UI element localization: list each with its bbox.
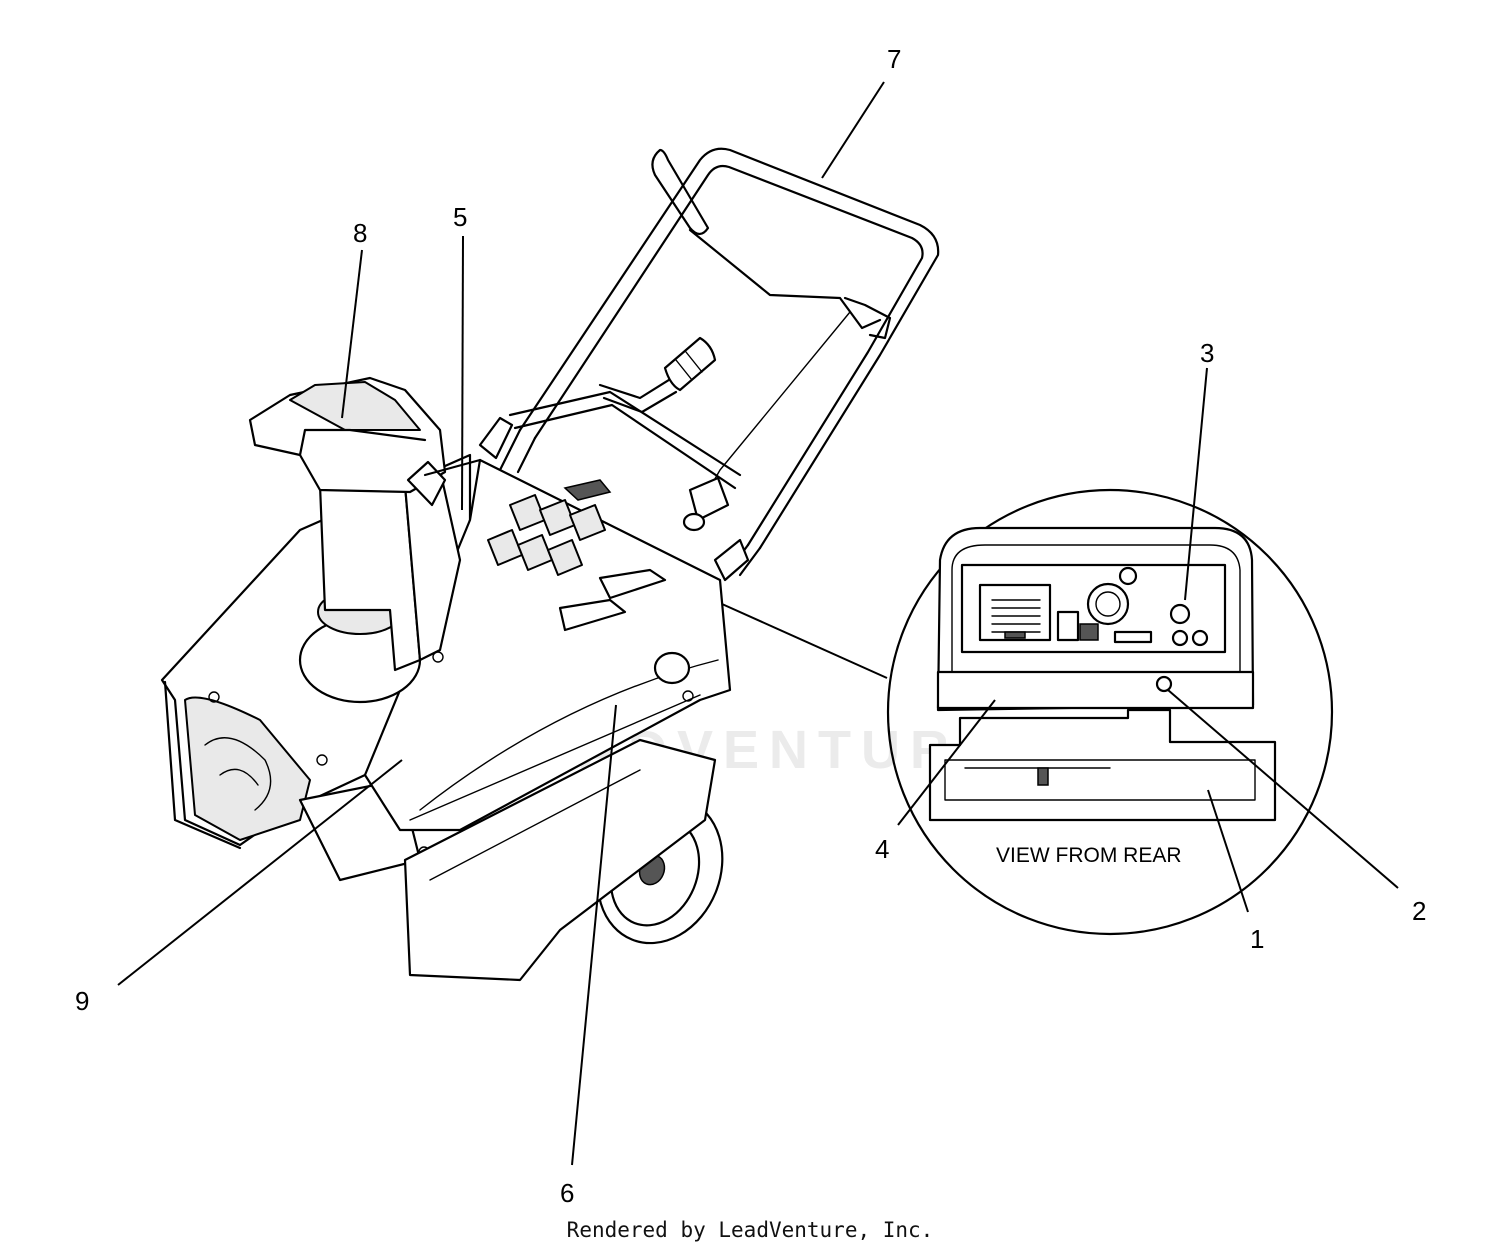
discharge-chute bbox=[248, 376, 482, 704]
callout-1: 1 bbox=[1250, 924, 1264, 954]
rear-view-inset: VIEW FROM REAR bbox=[721, 488, 1334, 936]
callout-6: 6 bbox=[560, 1178, 574, 1208]
callout-numbers: 7 8 5 3 4 2 1 9 6 bbox=[75, 44, 1426, 1208]
callout-2: 2 bbox=[1412, 896, 1426, 926]
engine-vents bbox=[487, 494, 667, 632]
handle-assembly bbox=[478, 147, 940, 582]
footer-credit: Rendered by LeadVenture, Inc. bbox=[566, 1218, 934, 1242]
callout-9: 9 bbox=[75, 986, 89, 1016]
callout-8: 8 bbox=[353, 218, 367, 248]
callout-7: 7 bbox=[887, 44, 901, 74]
callout-3: 3 bbox=[1200, 338, 1214, 368]
callout-4: 4 bbox=[875, 834, 889, 864]
fuel-cap-icon bbox=[653, 651, 691, 685]
leader-lines bbox=[117, 81, 1399, 1166]
rear-view-label: VIEW FROM REAR bbox=[996, 844, 1182, 867]
callout-5: 5 bbox=[453, 202, 467, 232]
wheel bbox=[403, 738, 724, 982]
